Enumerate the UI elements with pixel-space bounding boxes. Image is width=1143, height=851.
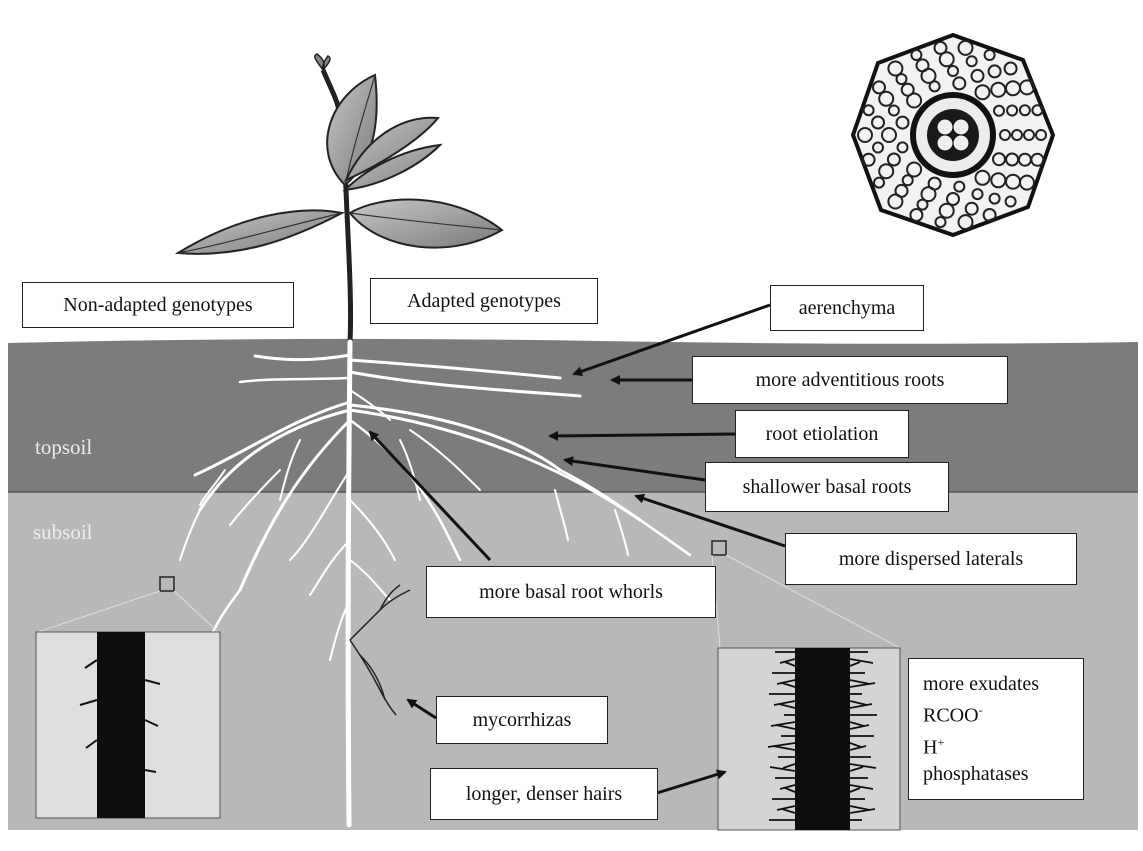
- root-etiolation-label: root etiolation: [735, 410, 909, 458]
- non-adapted-genotypes-label: Non-adapted genotypes: [22, 282, 294, 328]
- arrow-etiolation: [550, 434, 735, 436]
- root-cross-section: [853, 35, 1053, 235]
- proton-text: H: [923, 737, 937, 759]
- adapted-genotypes-label: Adapted genotypes: [370, 278, 598, 324]
- apical-bud: [315, 54, 330, 70]
- dispersed-laterals-label: more dispersed laterals: [785, 533, 1077, 585]
- micrograph-nonadapted-root: [36, 632, 220, 818]
- exudates-line-1: more exudates: [923, 671, 1039, 697]
- rcoo-charge: -: [979, 703, 983, 717]
- leaf-right: [350, 200, 502, 248]
- subsoil-label: subsoil: [33, 520, 93, 545]
- shallower-basal-roots-label: shallower basal roots: [705, 462, 949, 512]
- adventitious-roots-label: more adventitious roots: [692, 356, 1008, 404]
- basal-root-whorls-label: more basal root whorls: [426, 566, 716, 618]
- aerenchyma-label: aerenchyma: [770, 285, 924, 331]
- exudates-line-4: phosphatases: [923, 761, 1029, 787]
- topsoil-label: topsoil: [35, 435, 92, 460]
- mycorrhizas-label: mycorrhizas: [436, 696, 608, 744]
- micrograph-adapted-root: [718, 648, 900, 830]
- exudates-line-3: H+: [923, 729, 944, 761]
- rcoo-text: RCOO: [923, 705, 979, 727]
- exudates-label: more exudates RCOO- H+ phosphatases: [908, 658, 1084, 800]
- denser-hairs-label: longer, denser hairs: [430, 768, 658, 820]
- proton-charge: +: [937, 735, 944, 749]
- exudates-line-2: RCOO-: [923, 697, 983, 729]
